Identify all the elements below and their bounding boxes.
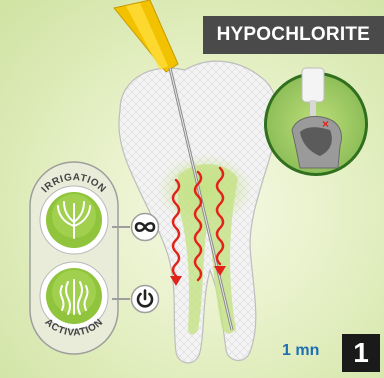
- connector-line: [112, 298, 130, 300]
- inset-detail: ×: [264, 68, 368, 176]
- connector-line: [112, 226, 130, 228]
- svg-text:×: ×: [322, 117, 329, 131]
- duration-label: 1 mn: [282, 342, 319, 360]
- mode-panel: IRRIGATION ACTIVATION: [24, 158, 124, 358]
- product-title: HYPOCHLORITE: [203, 16, 384, 54]
- step-number-badge: 1: [342, 334, 380, 372]
- irrigation-button[interactable]: [40, 186, 108, 254]
- power-icon[interactable]: [130, 284, 160, 314]
- infinity-icon[interactable]: [130, 212, 160, 242]
